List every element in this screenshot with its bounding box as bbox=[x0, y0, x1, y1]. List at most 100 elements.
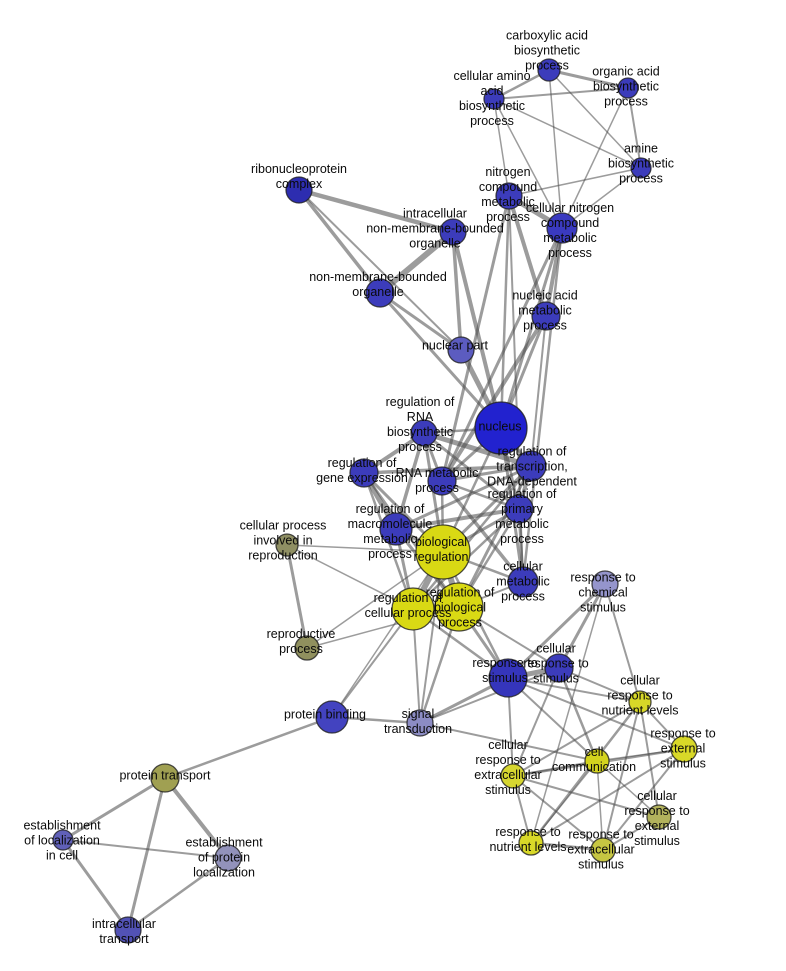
graph-node-caabp[interactable]: cellular amino acid biosynthetic process bbox=[483, 88, 505, 110]
graph-node-rts[interactable]: response to stimulus bbox=[488, 658, 528, 698]
edge-nmbo-nucleus bbox=[378, 291, 503, 430]
edge-cpir-repro bbox=[285, 543, 309, 650]
graph-node-nucleus[interactable]: nucleus bbox=[474, 401, 528, 455]
edge-caabp-oabp bbox=[493, 87, 629, 100]
edge-cncmp-rmp bbox=[440, 226, 564, 483]
graph-node-namp[interactable]: nucleic acid metabolic process bbox=[531, 301, 561, 331]
edge-oabp-cncmp bbox=[561, 87, 629, 229]
edge-inmbo-nucleus bbox=[451, 230, 503, 430]
graph-node-res[interactable]: response to external stimulus bbox=[670, 735, 698, 763]
edge-sigt-crts bbox=[419, 667, 560, 724]
edge-rtdd-rbp bbox=[457, 464, 533, 609]
edge-rrbp-rpmp bbox=[422, 431, 521, 511]
edge-pbind-ptrans bbox=[163, 715, 334, 780]
graph-node-sigt[interactable]: signal transduction bbox=[406, 709, 434, 737]
graph-node-elc[interactable]: establishment of localization in cell bbox=[52, 829, 74, 851]
edge-inmbo-npart bbox=[451, 230, 463, 352]
edge-caabp-ncmp bbox=[493, 98, 510, 197]
graph-node-crexs[interactable]: cellular response to external stimulus bbox=[646, 804, 672, 830]
edge-rts-rcs bbox=[506, 582, 607, 680]
edge-rnp-npart bbox=[298, 189, 462, 351]
graph-node-rnp[interactable]: ribonucleoprotein complex bbox=[285, 176, 313, 204]
graph-node-rexs[interactable]: response to extracellular stimulus bbox=[590, 837, 616, 863]
graph-node-rtdd[interactable]: regulation of transcription, DNA-depende… bbox=[515, 450, 547, 482]
graph-node-rnl[interactable]: response to nutrient levels bbox=[518, 830, 544, 856]
graph-node-rcp[interactable]: regulation of cellular process bbox=[391, 587, 435, 631]
edge-carbox-cncmp bbox=[548, 69, 563, 229]
edge-rmp-cmp bbox=[440, 479, 525, 584]
edge-carbox-oabp bbox=[547, 68, 630, 90]
edge-pbind-rcp bbox=[331, 608, 414, 718]
edge-cpir-rcp bbox=[286, 544, 414, 610]
edge-nucleus-ncmp bbox=[499, 194, 511, 430]
graph-node-rmp[interactable]: RNA metabolic process bbox=[427, 466, 457, 496]
edge-rtdd-rmmp bbox=[394, 464, 533, 531]
edge-caabp-amine bbox=[493, 98, 642, 169]
edge-repro-bioreg bbox=[306, 551, 444, 649]
graph-node-rpmp[interactable]: regulation of primary metabolic process bbox=[504, 494, 534, 524]
graph-node-npart[interactable]: nuclear part bbox=[447, 336, 475, 364]
graph-node-ccom[interactable]: cell communication bbox=[584, 748, 610, 774]
edge-rnp-nmbo bbox=[297, 188, 382, 295]
edge-cres-rexs bbox=[512, 775, 604, 851]
edge-nucleus-cncmp bbox=[499, 226, 564, 430]
graph-node-repro[interactable]: reproductive process bbox=[294, 635, 320, 661]
edge-cres-crexs bbox=[512, 775, 660, 818]
edges-layer bbox=[61, 68, 686, 932]
edge-rtdd-rcp bbox=[411, 464, 533, 611]
graph-node-bioreg[interactable]: biological regulation bbox=[415, 524, 471, 580]
edge-amine-ncmp bbox=[508, 167, 642, 197]
edge-ccom-cres bbox=[512, 760, 598, 777]
edge-rnp-inmbo bbox=[296, 187, 456, 235]
edge-ptrans-elc bbox=[61, 776, 167, 842]
graph-node-inmbo[interactable]: intracellular non-membrane-bounded organ… bbox=[439, 218, 467, 246]
graph-node-rge[interactable]: regulation of gene expression bbox=[349, 458, 379, 488]
edge-res-rnl bbox=[530, 748, 685, 844]
edge-res-ccom bbox=[596, 748, 685, 762]
graph-node-cres[interactable]: cellular response to extracellular stimu… bbox=[500, 763, 526, 789]
edge-amine-cncmp bbox=[561, 167, 642, 229]
edge-elc-epl bbox=[62, 839, 229, 859]
graph-node-ptrans[interactable]: protein transport bbox=[150, 763, 180, 793]
graph-node-itrans[interactable]: intracellular transport bbox=[114, 916, 142, 944]
graph-node-crts[interactable]: cellular response to stimulus bbox=[544, 653, 574, 683]
graph-node-cncmp[interactable]: cellular nitrogen compound metabolic pro… bbox=[546, 212, 578, 244]
edge-bioreg-sigt bbox=[419, 551, 444, 724]
edge-ccom-rnl bbox=[530, 760, 598, 844]
edge-ptrans-epl bbox=[163, 776, 230, 860]
graph-node-crnl[interactable]: cellular response to nutrient levels bbox=[628, 690, 652, 714]
graph-node-ncmp[interactable]: nitrogen compound metabolic process bbox=[495, 182, 523, 210]
edge-pbind-bioreg bbox=[331, 551, 444, 718]
edge-ccom-rexs bbox=[596, 760, 604, 851]
edge-ptrans-itrans bbox=[126, 776, 167, 932]
graph-node-pbind[interactable]: protein binding bbox=[315, 700, 349, 734]
edge-cncmp-cmp bbox=[521, 226, 564, 584]
graph-node-epl[interactable]: establishment of protein localization bbox=[214, 844, 242, 872]
edge-crnl-cres bbox=[512, 701, 641, 777]
edge-res-rexs bbox=[602, 748, 685, 851]
edge-res-rts bbox=[507, 677, 685, 750]
graph-node-cmp[interactable]: cellular metabolic process bbox=[507, 566, 539, 598]
edge-namp-rtdd bbox=[530, 315, 547, 467]
edge-ncmp-rmp bbox=[440, 194, 511, 483]
graph-node-rmmp[interactable]: regulation of macromolecule metabolic pr… bbox=[379, 512, 413, 546]
nodes-layer: carboxylic acid biosynthetic process cell… bbox=[52, 58, 698, 944]
edge-oabp-amine bbox=[627, 87, 642, 169]
edge-rge-rbp bbox=[362, 471, 461, 609]
graph-node-rbp[interactable]: regulation of biological process bbox=[434, 582, 484, 632]
edge-sigt-ccom bbox=[419, 722, 598, 762]
graph-node-nmbo[interactable]: non-membrane-bounded organelle bbox=[365, 278, 395, 308]
graph-node-rrbp[interactable]: regulation of RNA biosynthetic process bbox=[410, 419, 438, 447]
edge-nmbo-npart bbox=[378, 291, 463, 352]
graph-node-oabp[interactable]: organic acid biosynthetic process bbox=[617, 77, 639, 99]
edge-crts-ccom bbox=[557, 666, 599, 763]
graph-node-carbox[interactable]: carboxylic acid biosynthetic process bbox=[537, 58, 561, 82]
edge-crnl-rexs bbox=[602, 701, 641, 851]
graph-node-rcs[interactable]: response to chemical stimulus bbox=[591, 570, 619, 598]
edge-crts-rcs bbox=[557, 582, 607, 670]
graph-node-cpir[interactable]: cellular process involved in reproductio… bbox=[275, 533, 299, 557]
edge-rts-ccom bbox=[507, 677, 598, 762]
graph-node-amine[interactable]: amine biosynthetic process bbox=[630, 157, 652, 179]
